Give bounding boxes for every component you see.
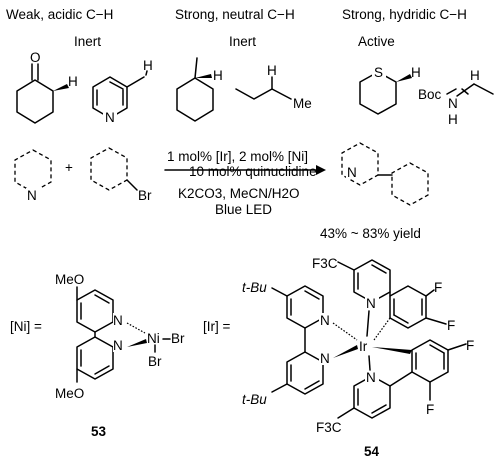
atom-Br-ni-1: Br: [171, 331, 185, 346]
atom-Ni: Ni: [147, 331, 160, 346]
cf3-upper: F3C: [312, 256, 338, 271]
atom-F-3: F: [466, 338, 474, 353]
conditions-hat: 10 mol% quinuclidine: [189, 164, 317, 179]
plus-sign: +: [65, 160, 73, 175]
conditions-light: Blue LED: [215, 202, 272, 217]
ni-complex-structure: N N MeO MeO Ni Br Br: [55, 272, 185, 401]
atom-N-carbamate: N: [448, 96, 458, 111]
category-headers: Weak, acidic C−H Strong, neutral C−H Str…: [6, 7, 467, 22]
atom-F-2: F: [447, 318, 455, 333]
thiane-structure: S H: [359, 65, 421, 115]
atom-N-product: N: [347, 165, 357, 180]
reactivity-labels: Inert Inert Active: [74, 34, 395, 49]
atom-H-benzylic: H: [143, 58, 153, 73]
atom-Br: Br: [138, 188, 152, 203]
atom-N-ppy-lower: N: [366, 370, 376, 385]
tbu-lower: t-Bu: [242, 392, 267, 407]
methyl-group: Me: [293, 96, 312, 111]
tbu-upper: t-Bu: [242, 280, 267, 295]
boc-group: Boc: [418, 87, 442, 102]
atom-N-pyridine: N: [105, 110, 115, 125]
substrate-amine: N: [14, 149, 52, 203]
cf3-lower: F3C: [316, 420, 342, 435]
methoxy-upper: MeO: [55, 272, 84, 287]
conditions-catalysts: 1 mol% [Ir], 2 mol% [Ni]: [167, 149, 308, 164]
substrate-alkyl-bromide: Br: [90, 147, 152, 203]
product-structure: N: [341, 142, 429, 206]
atom-F-1: F: [434, 280, 442, 295]
atom-H-alpha-S: H: [411, 65, 421, 80]
conditions-base-solvent: K2CO3, MeCN/H2O: [178, 186, 300, 201]
ir-catalyst-label: [Ir] =: [203, 319, 230, 334]
atom-H-NH: H: [448, 112, 458, 127]
ni-catalyst-label: [Ni] =: [10, 319, 42, 334]
picoline-structure: N H: [92, 58, 153, 125]
atom-H-alpha-N: H: [470, 68, 480, 83]
label-inert-middle: Inert: [229, 34, 256, 49]
atom-N-ir-bipy-lower: N: [320, 351, 330, 366]
ir-complex-structure: t-Bu N t-Bu N Ir N F3C F F: [242, 256, 474, 435]
atom-N-amine: N: [27, 188, 37, 203]
yield-range: 43% ~ 83% yield: [320, 226, 421, 241]
methylcyclohexane-structure: H: [176, 57, 223, 122]
label-active: Active: [358, 34, 395, 49]
atom-F-4: F: [426, 402, 434, 417]
reaction-arrow: [164, 165, 326, 175]
header-weak-acidic: Weak, acidic C−H: [6, 7, 113, 22]
header-strong-hydridic: Strong, hydridic C−H: [342, 7, 467, 22]
atom-N-bipy-lower: N: [113, 338, 123, 353]
atom-N-ir-bipy-upper: N: [320, 313, 330, 328]
atom-H-tertiary: H: [213, 68, 223, 83]
header-strong-neutral: Strong, neutral C−H: [175, 7, 295, 22]
boc-amine-structure: Boc N H H: [418, 68, 494, 127]
atom-H-alpha: H: [68, 74, 78, 89]
atom-Br-ni-2: Br: [148, 354, 162, 369]
label-inert-left: Inert: [74, 34, 101, 49]
methoxy-lower: MeO: [55, 386, 84, 401]
atom-N-ppy-upper: N: [366, 296, 376, 311]
atom-Ir: Ir: [359, 339, 368, 354]
compound-number-54: 54: [364, 444, 380, 459]
cyclohexanone-structure: O H: [16, 50, 78, 124]
atom-S: S: [374, 65, 383, 80]
compound-number-53: 53: [91, 424, 107, 439]
atom-O-ketone: O: [30, 50, 41, 65]
atom-H-secondary: H: [267, 63, 277, 78]
butane-structure: H Me: [235, 63, 326, 112]
atom-N-bipy-upper: N: [113, 313, 123, 328]
